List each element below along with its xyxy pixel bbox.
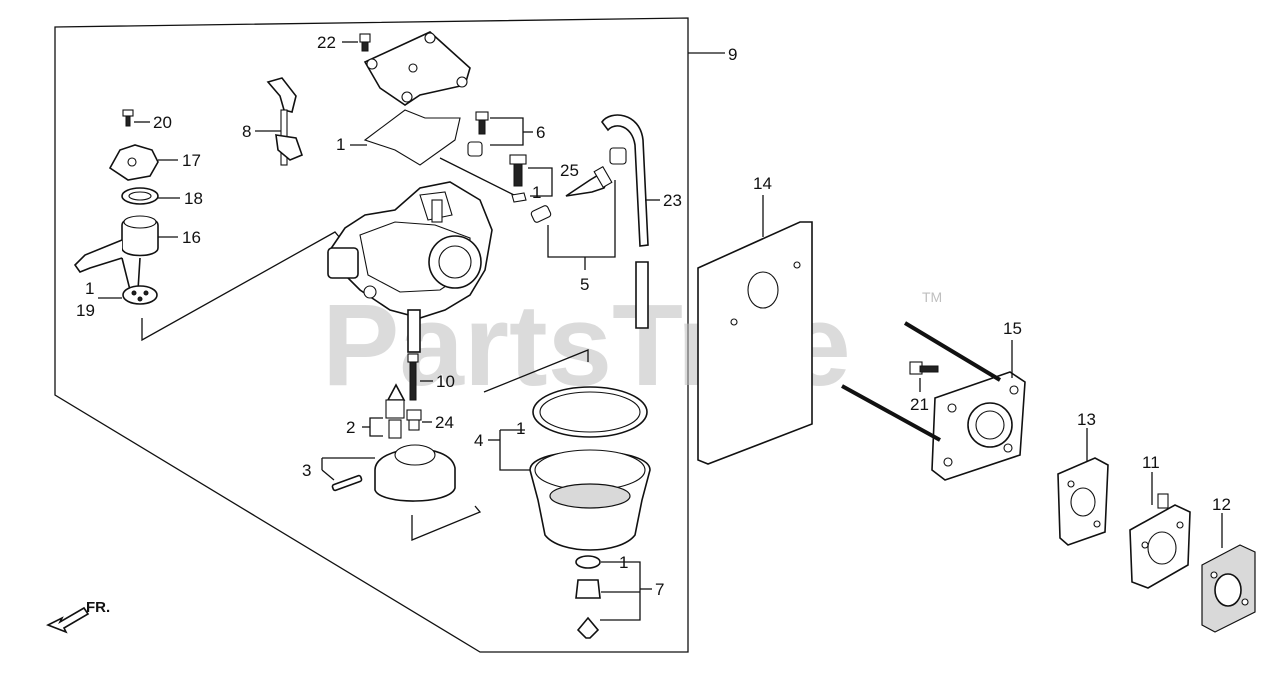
callout-20: 20 <box>153 113 172 132</box>
callout-24: 24 <box>435 413 454 432</box>
callout-6: 6 <box>536 123 545 142</box>
part-8-lever <box>266 77 304 166</box>
part-17-cap <box>108 144 159 181</box>
direction-label: FR. <box>86 599 110 616</box>
callout-17: 17 <box>182 151 201 170</box>
part-4-gasket <box>532 386 648 438</box>
callout-3: 3 <box>302 461 311 480</box>
part-2-float-valve <box>385 383 406 439</box>
part-23-tubes <box>601 114 649 329</box>
callout-19: 19 <box>76 301 95 320</box>
part-24-nozzle <box>406 409 422 431</box>
part-7-drain-screw <box>575 555 601 639</box>
callout-25: 25 <box>560 161 579 180</box>
part-15-insulator <box>841 321 1026 481</box>
part-14-plate <box>697 221 813 465</box>
part-16-float-arm <box>73 215 159 291</box>
callout-1-screw: 1 <box>532 183 541 202</box>
callout-8: 8 <box>242 122 251 141</box>
callout-9: 9 <box>728 45 737 64</box>
part-5-needle-spring <box>530 165 613 223</box>
part-3-float <box>331 444 456 502</box>
callout-1-bowl: 1 <box>516 419 525 438</box>
part-13-gasket <box>1057 457 1109 546</box>
carburetor-body <box>327 181 493 353</box>
callout-10: 10 <box>436 372 455 391</box>
callout-11: 11 <box>1142 453 1160 472</box>
callout-12: 12 <box>1212 495 1231 514</box>
callout-13: 13 <box>1077 410 1096 429</box>
part-10-jet <box>407 353 419 401</box>
part-11-gasket <box>1129 493 1191 589</box>
callout-1-seal: 1 <box>85 279 94 298</box>
callout-16: 16 <box>182 228 201 247</box>
callout-14: 14 <box>753 174 772 193</box>
cover-plate <box>363 31 471 106</box>
callout-21: 21 <box>910 395 929 414</box>
callout-4: 4 <box>474 431 483 450</box>
callout-18: 18 <box>184 189 203 208</box>
callout-1-gasket: 1 <box>336 135 345 154</box>
part-6-screws <box>467 111 489 157</box>
part-4-float-bowl <box>529 449 651 551</box>
part-22-screw <box>359 33 371 52</box>
part-12-gasket <box>1201 544 1256 633</box>
part-19-seal <box>122 285 158 305</box>
assembly-boundary <box>54 17 689 653</box>
callout-2: 2 <box>346 418 355 437</box>
part-20-screw <box>122 109 134 127</box>
part-25-screw <box>509 154 527 203</box>
callout-22: 22 <box>317 33 336 52</box>
cover-gasket <box>363 109 461 166</box>
callout-23: 23 <box>663 191 682 210</box>
callout-1-drain: 1 <box>619 553 628 572</box>
front-direction-arrow-icon <box>46 606 90 634</box>
callout-15: 15 <box>1003 319 1022 338</box>
callout-5: 5 <box>580 275 589 294</box>
watermark-trademark: TM <box>922 289 942 305</box>
callout-7: 7 <box>655 580 664 599</box>
part-21-screw <box>909 361 939 375</box>
